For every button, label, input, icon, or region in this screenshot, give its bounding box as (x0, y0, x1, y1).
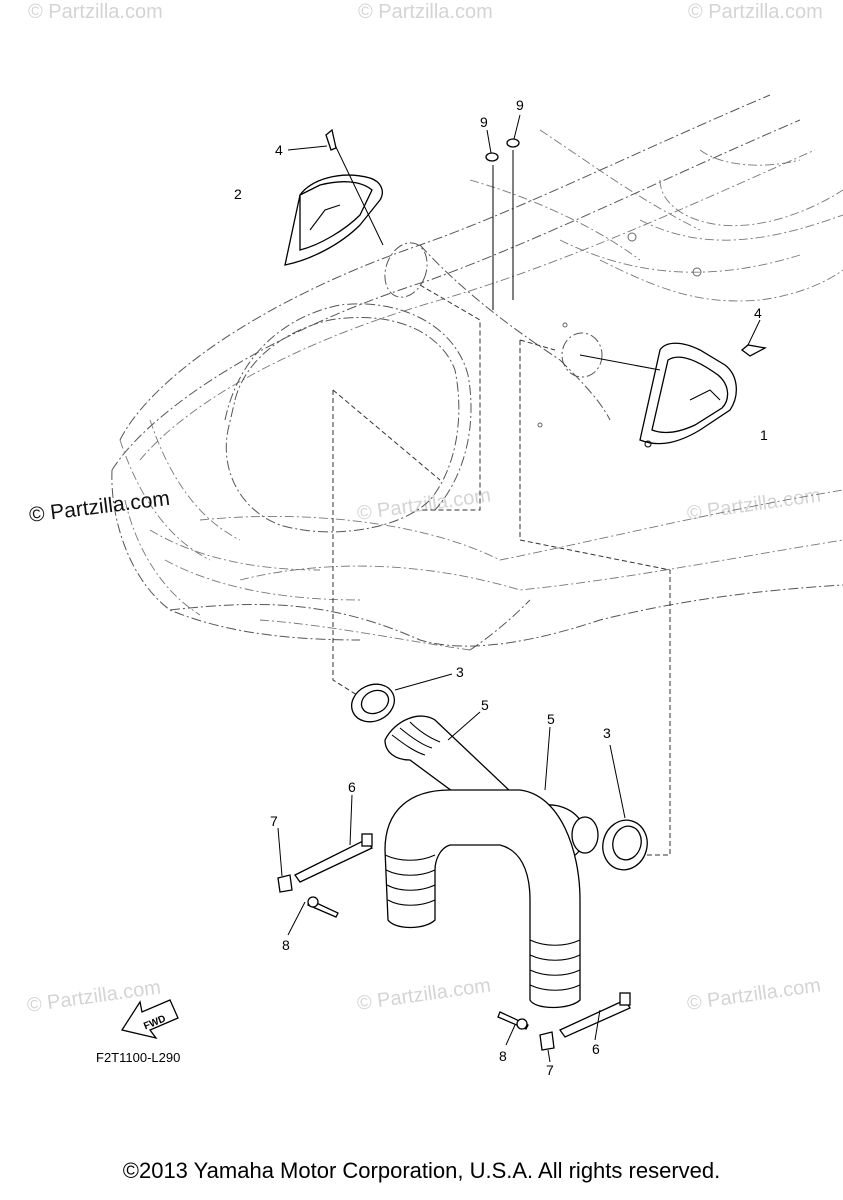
part-7-clamps (277, 827, 555, 1063)
hull-outline (111, 94, 843, 651)
callout-5-right: 5 (547, 711, 555, 727)
callout-9-left: 9 (480, 114, 488, 130)
part-3-grommets (351, 673, 648, 871)
watermark-top-left: © Partzilla.com (28, 1, 163, 23)
callout-labels: 1 2 3 3 4 4 5 5 6 6 7 7 8 8 9 9 (234, 97, 768, 1078)
assembly-guide-lines (332, 150, 671, 856)
watermark-bottom-center: © Partzilla.com (356, 974, 493, 1015)
callout-3-left: 3 (456, 664, 464, 680)
watermark-mid-center: © Partzilla.com (356, 484, 493, 525)
callout-6-upper: 6 (348, 779, 356, 795)
callout-9-right: 9 (516, 97, 524, 113)
callout-7-upper: 7 (270, 813, 278, 829)
part-8-rivets (287, 896, 529, 1046)
watermark-top-right: © Partzilla.com (688, 1, 823, 23)
part-2-duct-cover-left (284, 144, 384, 266)
watermark-main: © Partzilla.com (28, 487, 171, 527)
part-6-cable-ties (294, 794, 631, 1041)
copyright-notice: ©2013 Yamaha Motor Corporation, U.S.A. A… (122, 1158, 721, 1183)
callout-4-right: 4 (754, 305, 762, 321)
watermark-mid-right: © Partzilla.com (686, 484, 823, 525)
watermark-top-center: © Partzilla.com (358, 1, 493, 23)
part-9-caps (485, 114, 521, 162)
callout-7-lower: 7 (546, 1062, 554, 1078)
callout-2: 2 (234, 186, 242, 202)
callout-5-left: 5 (481, 697, 489, 713)
callout-6-lower: 6 (592, 1041, 600, 1057)
callout-1: 1 (760, 427, 768, 443)
part-5-ventilation-hoses (384, 711, 599, 1009)
callout-8-upper: 8 (282, 937, 290, 953)
part-4-screws (287, 128, 767, 357)
part-1-duct-cover-right (579, 342, 737, 448)
callout-4-left: 4 (275, 142, 283, 158)
watermark-bottom-right: © Partzilla.com (686, 974, 823, 1015)
callout-3-right: 3 (603, 725, 611, 741)
callout-8-lower: 8 (499, 1048, 507, 1064)
diagram-code: F2T1100-L290 (96, 1050, 180, 1065)
fwd-arrow: FWD (120, 999, 179, 1040)
